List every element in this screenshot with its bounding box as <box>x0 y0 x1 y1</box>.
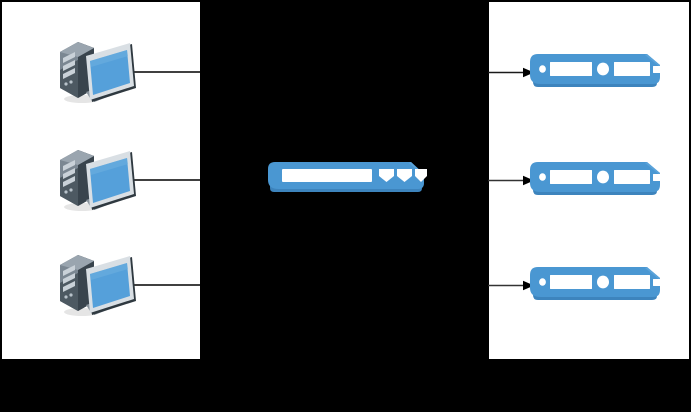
desktop-computer-icon[interactable] <box>52 249 140 319</box>
rack-server-icon[interactable] <box>527 158 663 202</box>
rack-server-icon[interactable] <box>527 50 663 94</box>
desktop-computer-icon[interactable] <box>52 36 140 106</box>
desktop-computer-icon[interactable] <box>52 144 140 214</box>
rack-server-icon[interactable] <box>527 263 663 307</box>
network-switch-icon[interactable] <box>266 158 428 196</box>
